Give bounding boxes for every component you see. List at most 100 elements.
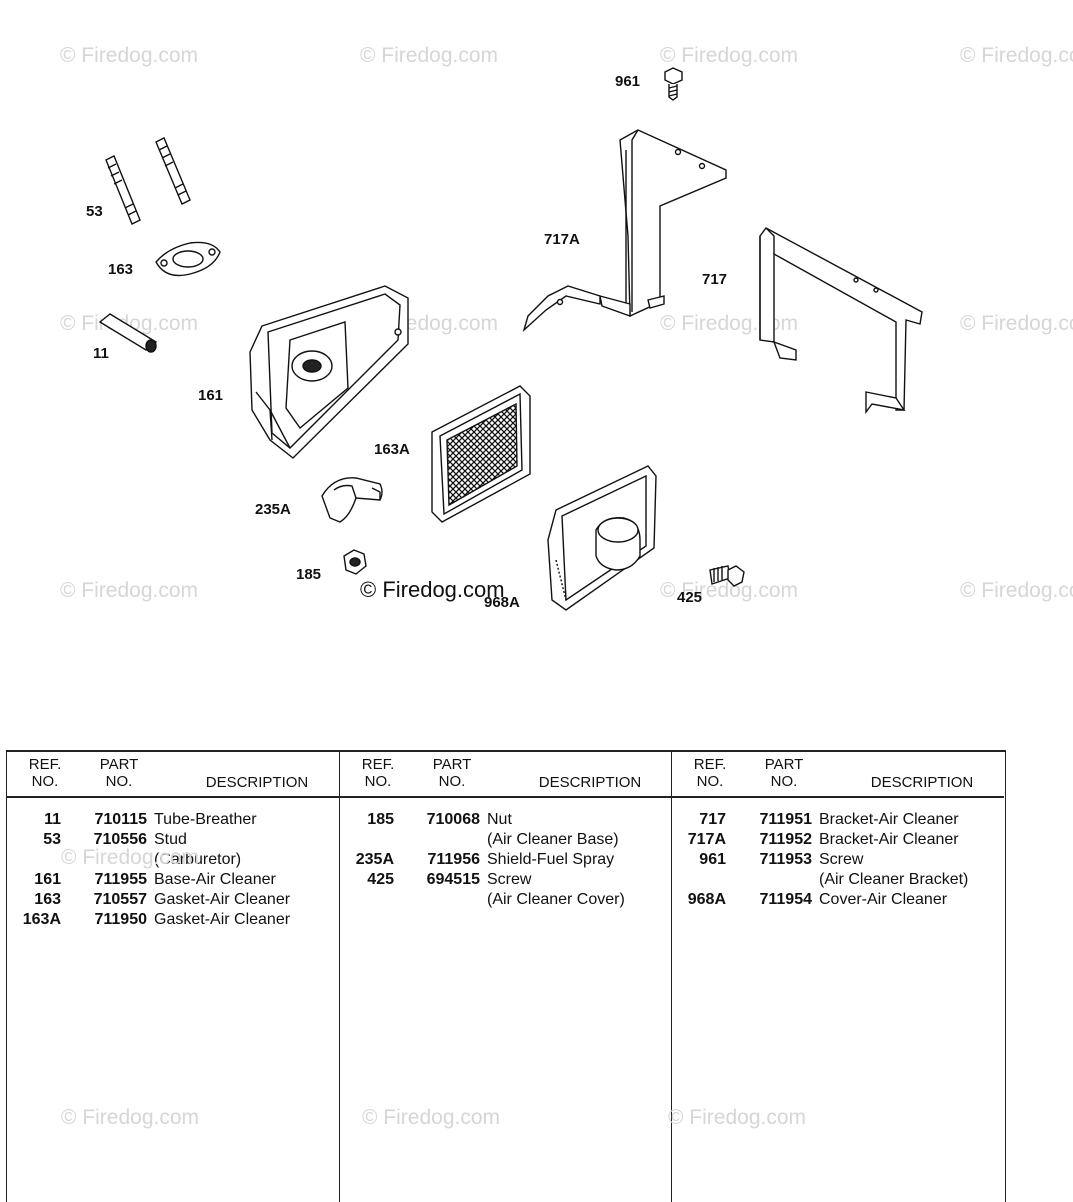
callout-235a: 235A: [255, 501, 291, 518]
watermark-text: © Firedog.com: [362, 1106, 501, 1129]
table-row: (Carburetor): [7, 850, 339, 870]
part-no: 711951: [759, 811, 812, 828]
callout-961: 961: [615, 73, 640, 90]
part-no: 711956: [427, 851, 480, 868]
ref-no-header: REF.NO.: [354, 756, 402, 790]
table-row: 235A 711956 Shield-Fuel Spray: [340, 850, 672, 870]
callout-968a: 968A: [484, 594, 520, 611]
watermark-text: © Firedog.com: [960, 579, 1073, 602]
callout-161: 161: [198, 387, 223, 404]
description-header: DESCRIPTION: [205, 774, 309, 791]
description: Bracket-Air Cleaner: [819, 811, 959, 828]
callout-185: 185: [296, 566, 321, 583]
ref-no: 235A: [355, 851, 394, 868]
part-header-line2: NO.: [770, 773, 798, 790]
table-row: 163 710557 Gasket-Air Cleaner: [7, 890, 339, 910]
ref-no: 968A: [687, 891, 726, 908]
part-no: 694515: [426, 871, 480, 888]
ref-no: 163: [34, 891, 61, 908]
table-row: 53 710556 Stud: [7, 830, 339, 850]
part-no: 711954: [759, 891, 812, 908]
description: (Carburetor): [154, 851, 242, 868]
description: Screw: [819, 851, 864, 868]
part-no: 710068: [426, 811, 480, 828]
ref-no: 717A: [687, 831, 726, 848]
callout-53: 53: [86, 203, 103, 220]
part-968a-cover: [547, 465, 657, 611]
callout-163a: 163A: [374, 441, 410, 458]
part-no: 710556: [93, 831, 147, 848]
part-header-line1: PART: [99, 756, 139, 773]
description: Shield-Fuel Spray: [487, 851, 615, 868]
table-row: (Air Cleaner Cover): [340, 890, 672, 910]
part-header-line2: NO.: [438, 773, 466, 790]
table-row: 425 694515 Screw: [340, 870, 672, 890]
table-row: 717A 711952 Bracket-Air Cleaner: [672, 830, 1004, 850]
description: (Air Cleaner Cover): [487, 891, 625, 908]
part-185-nut: [343, 549, 367, 575]
description: (Air Cleaner Base): [487, 831, 619, 848]
watermark-text: © Firedog.com: [60, 312, 198, 335]
ref-no: 11: [44, 811, 61, 828]
part-161-base: [249, 285, 409, 459]
callout-717: 717: [702, 271, 727, 288]
description-header: DESCRIPTION: [870, 774, 974, 791]
watermark-text: © Firedog.com: [660, 44, 798, 67]
table-row: 968A 711954 Cover-Air Cleaner: [672, 890, 1004, 910]
part-163a-filter: [431, 385, 531, 523]
part-no: 711950: [94, 911, 147, 928]
part-717a-bracket: [522, 129, 727, 333]
ref-header-line1: REF.: [693, 756, 727, 773]
callout-163: 163: [108, 261, 133, 278]
ref-no: 53: [43, 831, 61, 848]
part-header-line1: PART: [432, 756, 472, 773]
part-717-bracket: [759, 227, 923, 415]
part-no: 711953: [759, 851, 812, 868]
description: Gasket-Air Cleaner: [154, 891, 291, 908]
description: Stud: [154, 831, 187, 848]
description: Gasket-Air Cleaner: [154, 911, 291, 928]
ref-header-line2: NO.: [364, 773, 392, 790]
description: (Air Cleaner Bracket): [819, 871, 969, 888]
part-no: 711952: [759, 831, 812, 848]
description: Base-Air Cleaner: [154, 871, 276, 888]
watermark-text: © Firedog.com: [660, 579, 798, 602]
part-425-screw: [709, 565, 745, 587]
callout-11: 11: [93, 345, 109, 362]
description: Screw: [487, 871, 532, 888]
description: Cover-Air Cleaner: [819, 891, 948, 908]
table-row: (Air Cleaner Base): [340, 830, 672, 850]
ref-no: 425: [367, 871, 394, 888]
ref-no: 717: [699, 811, 726, 828]
watermark-text: © Firedog.com: [668, 1106, 807, 1129]
ref-no-header: REF.NO.: [686, 756, 734, 790]
description-header: DESCRIPTION: [538, 774, 642, 791]
callout-717a: 717A: [544, 231, 580, 248]
watermark-text: © Firedog.com: [960, 44, 1073, 67]
center-watermark: © Firedog.com: [360, 577, 505, 602]
part-no: 710557: [93, 891, 147, 908]
table-row: 717 711951 Bracket-Air Cleaner: [672, 810, 1004, 830]
ref-no: 163A: [22, 911, 61, 928]
exploded-parts-diagram: © Firedog.com © Firedog.com © Firedog.co…: [60, 44, 1073, 611]
part-53-stud: [105, 137, 191, 225]
watermark-text: © Firedog.com: [960, 312, 1073, 335]
watermark-text: © Firedog.com: [61, 1106, 200, 1129]
watermark-text: © Firedog.com: [360, 44, 498, 67]
description: Bracket-Air Cleaner: [819, 831, 959, 848]
